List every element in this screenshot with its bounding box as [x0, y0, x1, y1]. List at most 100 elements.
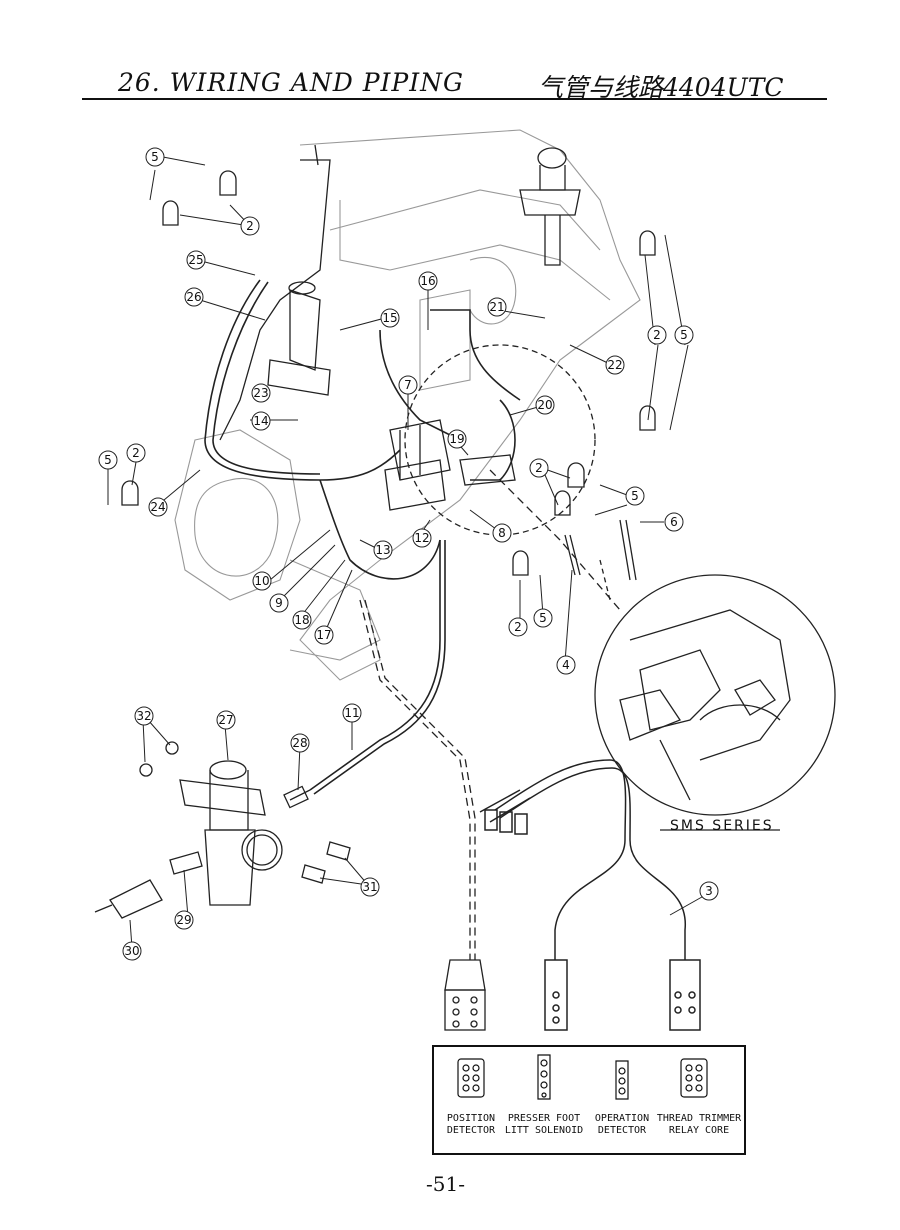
callout-29: 29 — [174, 910, 194, 930]
svg-text:21: 21 — [489, 300, 504, 314]
callout-2a: 2 — [240, 216, 260, 236]
page-title: 26. WIRING AND PIPING — [118, 68, 464, 97]
legend-label-line1: OPERATION — [594, 1113, 650, 1124]
callout-24: 24 — [148, 497, 168, 517]
operation-detector-connector-icon — [615, 1060, 629, 1100]
svg-text:25: 25 — [188, 253, 203, 267]
thread-trimmer-connector-icon — [680, 1058, 708, 1098]
svg-text:11: 11 — [344, 706, 359, 720]
svg-text:19: 19 — [449, 432, 464, 446]
page-number: -51- — [426, 1172, 465, 1196]
svg-text:16: 16 — [420, 274, 435, 288]
svg-text:2: 2 — [246, 219, 254, 233]
svg-text:2: 2 — [514, 620, 522, 634]
legend-position-detector: POSITION DETECTOR — [438, 1113, 504, 1137]
svg-text:3: 3 — [705, 884, 713, 898]
callout-21: 21 — [487, 297, 507, 317]
callout-11: 11 — [342, 703, 362, 723]
callout-32: 32 — [134, 706, 154, 726]
header-rule — [82, 98, 827, 100]
legend-label-line2: DETECTOR — [597, 1125, 647, 1136]
svg-text:14: 14 — [253, 414, 268, 428]
legend-label-line1: POSITION — [446, 1113, 496, 1124]
callout-22: 22 — [605, 355, 625, 375]
callout-5a: 5 — [145, 147, 165, 167]
solenoid-valve-block — [384, 419, 516, 511]
svg-text:6: 6 — [670, 515, 678, 529]
tube-clamps — [121, 170, 656, 581]
callout-12: 12 — [412, 528, 432, 548]
machine-body-outline — [174, 129, 641, 681]
filter-regulator-assembly — [94, 741, 351, 919]
callout-5d: 5 — [625, 486, 645, 506]
cable-end-connector — [444, 959, 486, 1031]
svg-text:4: 4 — [562, 658, 570, 672]
callout-27: 27 — [216, 710, 236, 730]
callout-31: 31 — [360, 877, 380, 897]
callout-2c: 2 — [126, 443, 146, 463]
detail-zoom-circle — [404, 344, 596, 536]
legend-thread-trimmer: THREAD TRIMMER RELAY CORE — [656, 1113, 742, 1137]
svg-text:22: 22 — [607, 358, 622, 372]
callout-5b: 5 — [674, 325, 694, 345]
svg-text:20: 20 — [537, 398, 552, 412]
callout-3: 3 — [699, 881, 719, 901]
svg-text:5: 5 — [680, 328, 688, 342]
callout-19: 19 — [447, 429, 467, 449]
callout-18: 18 — [292, 610, 312, 630]
page-title-chinese: 气管与线路4404UTC — [538, 73, 784, 102]
callout-6: 6 — [664, 512, 684, 532]
dashed-cable — [359, 469, 621, 960]
svg-text:17: 17 — [316, 628, 331, 642]
callout-2b: 2 — [647, 325, 667, 345]
legend-label-line2: DETECTOR — [446, 1125, 496, 1136]
callout-4: 4 — [556, 655, 576, 675]
main-air-hose — [283, 785, 311, 809]
svg-text:31: 31 — [362, 880, 377, 894]
svg-text:28: 28 — [292, 736, 307, 750]
callout-2e: 2 — [508, 617, 528, 637]
callout-13: 13 — [373, 540, 393, 560]
svg-text:12: 12 — [414, 531, 429, 545]
svg-text:2: 2 — [535, 461, 543, 475]
svg-text:32: 32 — [136, 709, 151, 723]
pressure-regulator-head — [519, 147, 581, 266]
svg-text:5: 5 — [539, 611, 547, 625]
callout-2d: 2 — [529, 458, 549, 478]
svg-text:2: 2 — [653, 328, 661, 342]
callout-26: 26 — [184, 287, 204, 307]
svg-text:9: 9 — [275, 596, 283, 610]
callout-bubbles: 5 2 25 26 16 15 21 22 2 5 23 7 20 14 19 … — [98, 147, 719, 961]
air-tube-bundle — [204, 279, 521, 795]
wire-harness — [479, 759, 701, 1031]
legend-label-line1: THREAD TRIMMER — [656, 1113, 742, 1124]
inset-label: SMS SERIES — [670, 818, 774, 834]
sms-series-inset — [594, 559, 836, 831]
svg-text:15: 15 — [382, 311, 397, 325]
callout-9: 9 — [269, 593, 289, 613]
callout-14: 14 — [251, 411, 271, 431]
svg-text:7: 7 — [404, 378, 412, 392]
callout-15: 15 — [380, 308, 400, 328]
legend-operation-detector: OPERATION DETECTOR — [586, 1113, 658, 1137]
callout-8: 8 — [492, 523, 512, 543]
svg-text:30: 30 — [124, 944, 139, 958]
svg-text:5: 5 — [631, 489, 639, 503]
presser-foot-connector-icon — [537, 1054, 551, 1100]
svg-text:5: 5 — [151, 150, 159, 164]
position-detector-connector-icon — [457, 1058, 485, 1098]
connector-legend: POSITION DETECTOR PRESSER FOOT LITT SOLE… — [432, 1045, 746, 1155]
callout-23: 23 — [251, 383, 271, 403]
svg-text:10: 10 — [254, 574, 269, 588]
svg-text:2: 2 — [132, 446, 140, 460]
svg-text:26: 26 — [186, 290, 201, 304]
legend-label-line1: PRESSER FOOT — [507, 1113, 581, 1124]
callout-25: 25 — [186, 250, 206, 270]
svg-text:24: 24 — [150, 500, 165, 514]
callout-17: 17 — [314, 625, 334, 645]
callout-20: 20 — [535, 395, 555, 415]
svg-text:23: 23 — [253, 386, 268, 400]
svg-text:5: 5 — [104, 453, 112, 467]
legend-label-line2: LITT SOLENOID — [504, 1125, 584, 1136]
